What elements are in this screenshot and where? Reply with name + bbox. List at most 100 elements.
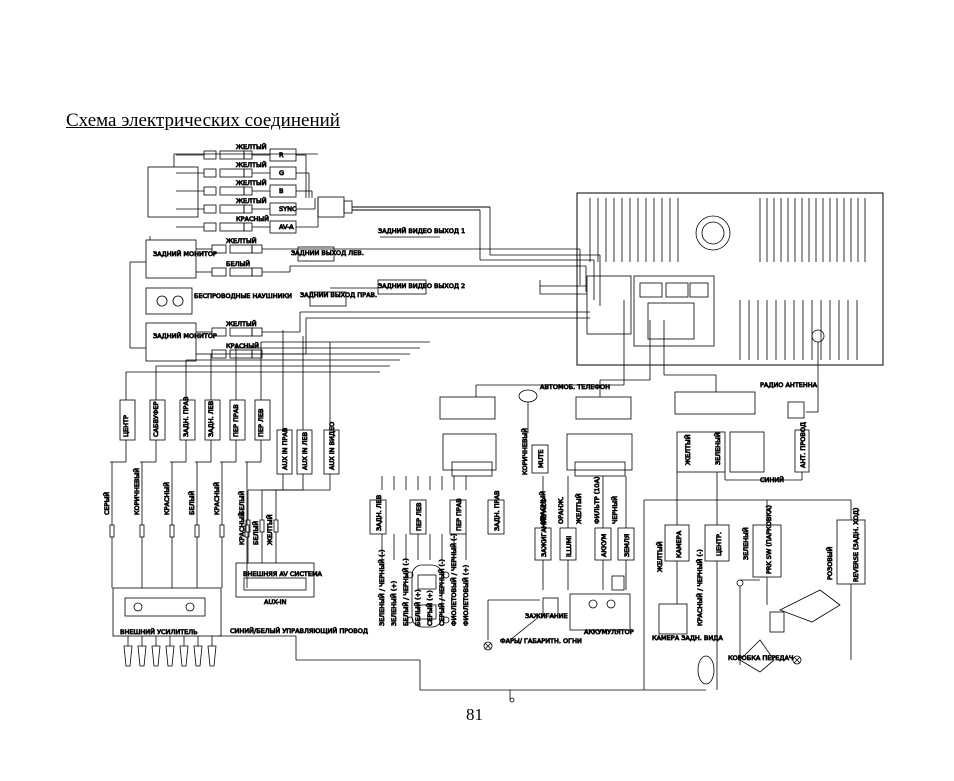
mute-label: MUTE — [537, 450, 545, 468]
phone-label: АВТОМОБ. ТЕЛЕФОН — [540, 383, 610, 391]
amp-channel-4: ПЕР ПРАВ — [232, 404, 240, 437]
car-phone — [518, 389, 538, 403]
speaker-wire-6: ФИОЛЕТОВЫЙ / ЧЕРНЫЙ (-) — [449, 534, 458, 627]
gearbox-label: КОРОБКА ПЕРЕДАЧ — [728, 654, 793, 662]
battery-label: АККУМУЛЯТОР — [584, 628, 634, 636]
aux-channel-0: AUX IN ПРАВ — [281, 428, 289, 470]
prk-label: PRK SW (ПАРКОВКА) — [765, 505, 773, 574]
camera-block: КАМЕРА — [675, 530, 683, 558]
camera-wire-yellow: ЖЕЛТЫЙ — [655, 541, 664, 572]
prk-wire: ЗЕЛЕНЫЙ — [741, 527, 750, 560]
battery — [569, 593, 631, 631]
ext-av-label: ВНЕШНЯЯ AV СИСТЕМА — [243, 570, 323, 578]
monitor2-wire-yellow: ЖЕЛТЫЙ — [226, 319, 257, 328]
car-top-view — [406, 564, 450, 628]
speaker-wire-7: ФИОЛЕТОВЫЙ (+) — [461, 565, 470, 626]
page-number: 81 — [466, 705, 483, 724]
speaker-wire-5: СЕРЫЙ / ЧЕРНЫЙ (-) — [437, 559, 446, 626]
audio-out-right-label: ЗАДНИИ ВЫХОД ПРАВ. — [300, 291, 377, 299]
speaker-label-2: ПЕР ПРАВ — [455, 498, 463, 531]
speaker-wire-3: БЕЛЫЙ (+) — [413, 589, 422, 626]
mute-wire: КОРИЧНЕВЫЙ — [520, 428, 529, 475]
video-source-monitor — [147, 166, 199, 218]
aux-in-label: AUX-IN — [264, 598, 287, 606]
center-block: ЦЕНТР. — [715, 532, 723, 556]
reverse-label: REVERSE (ЗАДН. ХОД) — [852, 508, 860, 582]
amp-wire-1: КОРИЧНЕВЫЙ — [132, 468, 141, 515]
speaker-wire-2: БЕЛЫЙ / ЧЕРНЫЙ (-) — [401, 558, 410, 626]
video-channel-3: SYNC — [279, 205, 297, 213]
amp-channel-0: ЦЕНТР — [122, 415, 130, 437]
amp-wire-2: КРАСНЫЙ — [162, 482, 171, 515]
video-wire-3: ЖЕЛТЫЙ — [236, 196, 267, 205]
ant-wire: АНТ. ПРОВОД — [799, 422, 807, 468]
aux-wire-2: ЖЕЛТЫЙ — [265, 514, 274, 545]
power-block-0: ЗАЖИГАНИЕ ACC — [540, 498, 548, 557]
amp-wire-3: БЕЛЫЙ — [187, 491, 196, 515]
audio-out-left-label: ЗАДНИИ ВЫХОД ЛЕВ. — [291, 249, 364, 257]
video-channel-1: G — [279, 169, 284, 177]
rear-camera — [658, 603, 688, 635]
camera-wire-1: ЗЕЛЕНЫЙ — [713, 432, 722, 465]
rear-monitor-1 — [145, 239, 197, 279]
blue-wire-label: СИНИЙ — [760, 475, 784, 484]
power-block-2: АККУМ — [600, 534, 608, 557]
power-wire-1: ОРАНЖ. — [557, 497, 565, 524]
power-wire-3: ФИЛЬТР (10A) — [593, 476, 601, 524]
video-wire-0: ЖЕЛТЫЙ — [236, 142, 267, 151]
video-out-2-label: ЗАДНИИ ВИДЕО ВЫХОД 2 — [378, 282, 465, 290]
amp-channel-2: ЗАДН. ПРАВ — [182, 397, 190, 437]
speaker-connector — [442, 433, 497, 471]
power-wire-0: КРАСНЫЙ — [538, 491, 547, 524]
video-wire-1: ЖЕЛТЫЙ — [236, 160, 267, 169]
video-wire-2: ЖЕЛТЫЙ — [236, 178, 267, 187]
amp-channel-1: САБВУФЕР — [152, 401, 160, 437]
aux-channel-1: AUX IN ЛЕВ — [301, 432, 309, 470]
aux-wire-0: КРАСНЫЙ — [237, 512, 246, 545]
camera-wire-rb: КРАСНЫЙ / ЧЕРНЫЙ (-) — [695, 549, 704, 626]
ignition-label: ЗАЖИГАНИЕ — [525, 612, 568, 620]
video-wire-4: КРАСНЫЙ — [236, 214, 269, 223]
aux-channel-2: AUX IN ВИДЕО — [328, 422, 336, 470]
monitor2-wire-red: КРАСНЫЙ — [226, 341, 259, 350]
amp-wire-0: СЕРЫЙ — [102, 492, 111, 515]
external-amplifier — [112, 587, 222, 637]
speaker-label-3: ЗАДН. ПРАВ — [493, 491, 501, 531]
aux-wire-1: БЕЛЫЙ — [251, 521, 260, 545]
rear-camera-label: КАМЕРА ЗАДН. ВИДА — [652, 634, 723, 642]
power-connector — [566, 433, 633, 471]
ext-amp-label: ВНЕШНИЙ УСИЛИТЕЛЬ — [120, 627, 198, 636]
rear-monitor-1-label: ЗАДНИЙ МОНИТОР — [153, 249, 217, 258]
video-channel-4: AV-A — [279, 223, 294, 231]
rear-monitor-2-label: ЗАДНИЙ МОНИТОР — [153, 331, 217, 340]
speaker-wire-4: СЕРЫЙ (+) — [425, 590, 434, 626]
headlights-label: ФАРЫ/ ГАБАРИТН. ОГНИ — [500, 637, 582, 645]
video-channel-0: R — [279, 151, 284, 159]
camera-wire-0: ЖЕЛТЫЙ — [683, 434, 692, 465]
rear-monitor-2 — [145, 322, 197, 362]
radio-antenna-label: РАДИО АНТЕННА — [760, 381, 818, 389]
page-title: Схема электрических соединений — [66, 110, 340, 131]
headphones-label: БЕСПРОВОДНЫЕ НАУШНИКИ — [194, 292, 292, 300]
speaker-label-1: ПЕР ЛЕВ — [415, 503, 423, 531]
amp-channel-5: ПЕР ЛЕВ — [257, 409, 265, 437]
remote-wire-label: СИНИЙ/БЕЛЫЙ УПРАВЛЯЮЩИЙ ПРОВОД — [230, 626, 368, 635]
power-wire-4: ЧЕРНЫЙ — [610, 496, 619, 524]
video-out-1-label: ЗАДНИЙ ВИДЕО ВЫХОД 1 — [378, 226, 465, 235]
amp-wire-5: БЕЛЫЙ — [237, 491, 246, 515]
radio-antenna — [787, 401, 805, 419]
speaker-wire-1: ЗЕЛЕНЫЙ (+) — [389, 581, 398, 626]
power-block-3: ЗЕМЛЯ — [623, 534, 631, 557]
head-unit — [576, 192, 884, 366]
power-block-1: ILLUMI — [565, 536, 573, 557]
video-input-rows — [176, 148, 319, 234]
amp-channel-3: ЗАДН. ЛЕВ — [207, 401, 215, 437]
power-wire-2: ЖЕЛТЫЙ — [574, 493, 583, 524]
speaker-label-0: ЗАДН. ЛЕВ — [375, 495, 383, 531]
monitor1-wire-white: БЕЛЫЙ — [226, 259, 250, 268]
amp-wire-4: КРАСНЫЙ — [212, 482, 221, 515]
video-channel-2: B — [279, 187, 283, 195]
wireless-headphones — [145, 287, 193, 315]
speaker-wire-0: ЗЕЛЕНЫЙ / ЧЕРНЫЙ (-) — [377, 549, 386, 626]
